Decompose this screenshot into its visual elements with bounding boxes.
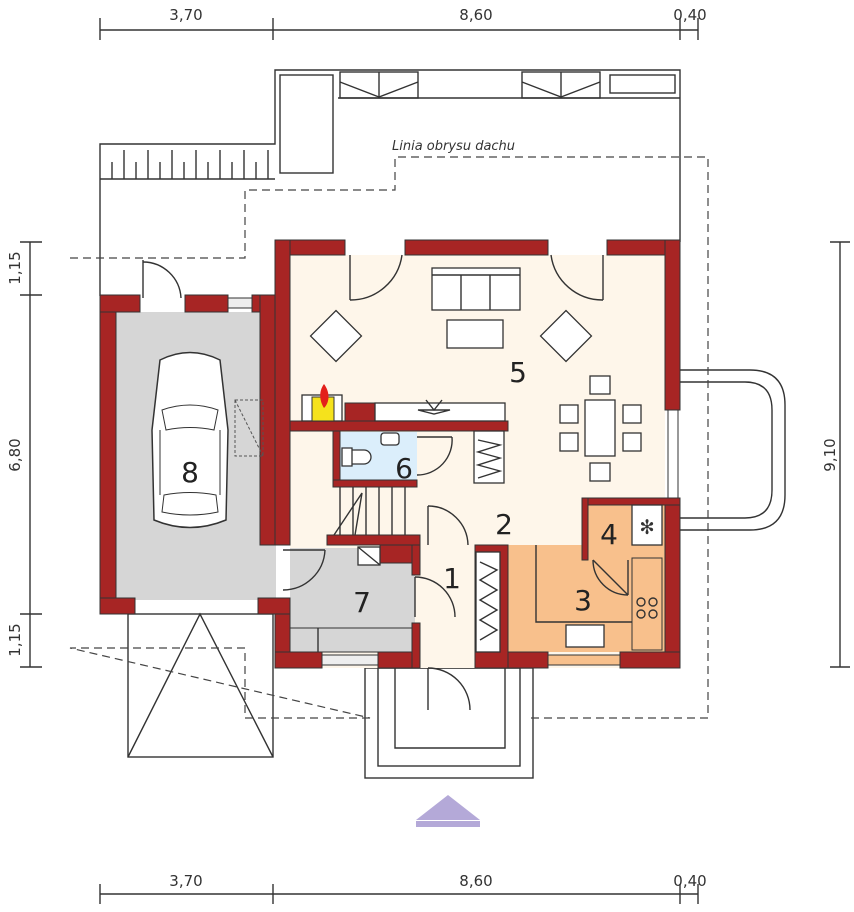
- roof-outline-label: Linia obrysu dachu: [392, 139, 515, 154]
- wardrobe-icon: [475, 551, 501, 653]
- dim-left-2: 6,80: [6, 438, 24, 471]
- coffee-table-icon: [446, 319, 504, 349]
- room-label-1: 1: [443, 562, 461, 595]
- sink-icon: [380, 432, 400, 446]
- room-label-8: 8: [181, 456, 199, 489]
- dim-left-3: 1,15: [6, 623, 24, 656]
- room-label-2: 2: [495, 508, 513, 541]
- dining-table-icon: [584, 399, 616, 457]
- armchair-icon: [539, 309, 593, 363]
- furniture: ✻: [151, 267, 679, 666]
- dim-right-1: 9,10: [821, 438, 839, 471]
- dim-bottom-1: 3,70: [169, 872, 202, 890]
- room-label-4: 4: [600, 518, 618, 551]
- kitchen-sink-icon: [565, 624, 605, 648]
- terrace-outline: [99, 69, 786, 779]
- roof-outline: [69, 156, 709, 719]
- armchair-icon: [309, 309, 363, 363]
- dimension-right: 9,10: [821, 241, 850, 668]
- dimension-left: 1,15 6,80 1,15: [6, 241, 42, 668]
- dim-top-2: 8,60: [459, 6, 492, 24]
- toilet-icon: [341, 447, 372, 467]
- room-label-7: 7: [353, 586, 371, 619]
- room-label-5: 5: [509, 356, 527, 389]
- dimension-bottom: 3,70 8,60 0,40: [99, 872, 707, 904]
- room-label-3: 3: [574, 584, 592, 617]
- dimension-top: 3,70 8,60 0,40: [99, 6, 707, 40]
- dim-top-3: 0,40: [673, 6, 706, 24]
- dim-top-1: 3,70: [169, 6, 202, 24]
- doors: [142, 254, 629, 711]
- fridge-icon: [631, 504, 663, 546]
- dim-left-1: 1,15: [6, 251, 24, 284]
- dim-bottom-3: 0,40: [673, 872, 706, 890]
- entrance-arrow-icon: [416, 795, 480, 820]
- stairs-icon: [333, 487, 406, 536]
- room-label-6: 6: [395, 452, 413, 485]
- fire-icon: [320, 384, 329, 408]
- entrance-arrow-base: [416, 821, 480, 827]
- dim-bottom-2: 8,60: [459, 872, 492, 890]
- cooktop-icon: [636, 597, 658, 619]
- snowflake-icon: ✻: [639, 515, 654, 539]
- car-icon: [151, 351, 229, 529]
